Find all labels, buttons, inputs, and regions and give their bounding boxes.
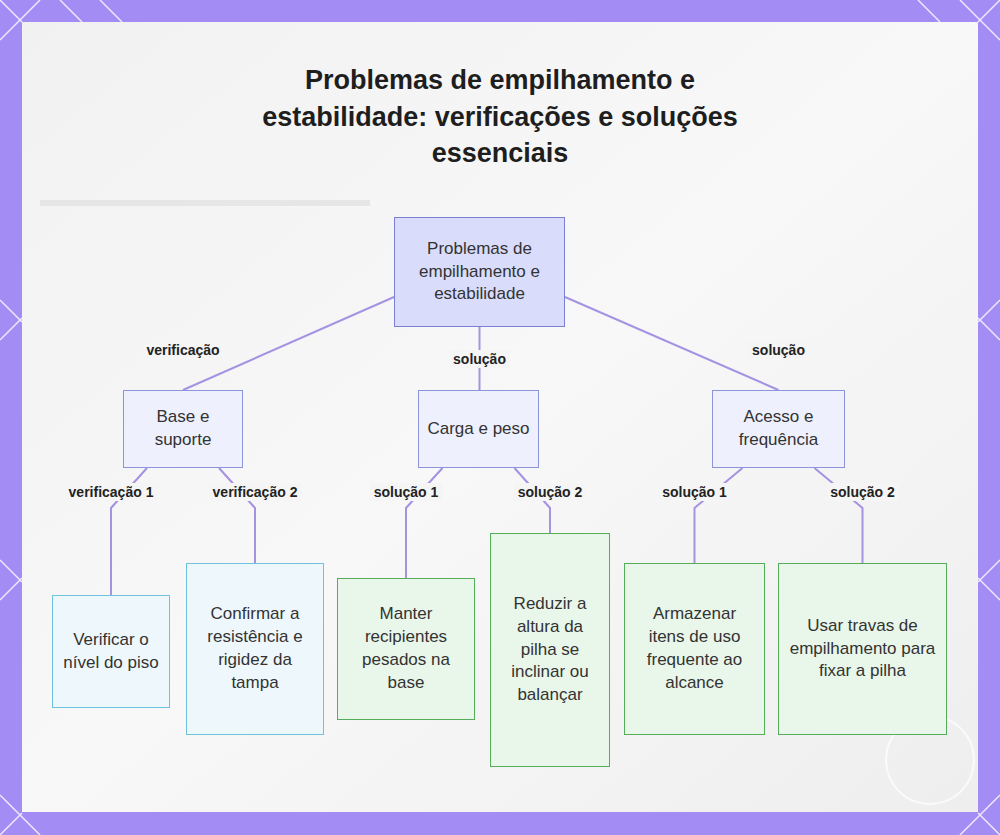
edge-label: verificação <box>142 341 223 359</box>
node-text: Base e suporte <box>132 406 234 452</box>
node-text: Manter recipientes pesados na base <box>346 603 466 695</box>
leaf-box: Usar travas de empilhamento para fixar a… <box>778 563 947 735</box>
category-box: Base e suporte <box>123 390 243 468</box>
node-text: Problemas de empilhamento e estabilidade <box>403 238 556 307</box>
leaf-box: Verificar o nível do piso <box>52 595 170 708</box>
node-text: Armazenar itens de uso frequente ao alca… <box>633 603 756 695</box>
category-box: Carga e peso <box>418 390 539 468</box>
node-text: Usar travas de empilhamento para fixar a… <box>787 615 938 684</box>
node-text: Reduzir a altura da pilha se inclinar ou… <box>499 593 601 708</box>
node-text: Confirmar a resistência e rigidez da tam… <box>195 603 315 695</box>
edge-label: solução 2 <box>514 483 587 501</box>
edge-label: solução <box>449 350 510 368</box>
leaf-box: Armazenar itens de uso frequente ao alca… <box>624 563 765 735</box>
root-box: Problemas de empilhamento e estabilidade <box>394 217 565 327</box>
leaf-box: Reduzir a altura da pilha se inclinar ou… <box>490 533 610 767</box>
edge-label: solução <box>748 341 809 359</box>
diagram-title: Problemas de empilhamento e estabilidade… <box>255 62 745 172</box>
edge-label: solução 2 <box>826 483 899 501</box>
node-text: Carga e peso <box>427 418 529 441</box>
edge-label: solução 1 <box>370 483 443 501</box>
edge-label: verificação 1 <box>65 483 158 501</box>
node-text: Acesso e frequência <box>721 406 836 452</box>
edge-label: solução 1 <box>658 483 731 501</box>
leaf-box: Confirmar a resistência e rigidez da tam… <box>186 563 324 735</box>
category-box: Acesso e frequência <box>712 390 845 468</box>
connector-line <box>565 297 779 390</box>
edge-label: verificação 2 <box>209 483 302 501</box>
leaf-box: Manter recipientes pesados na base <box>337 578 475 720</box>
node-text: Verificar o nível do piso <box>61 629 161 675</box>
